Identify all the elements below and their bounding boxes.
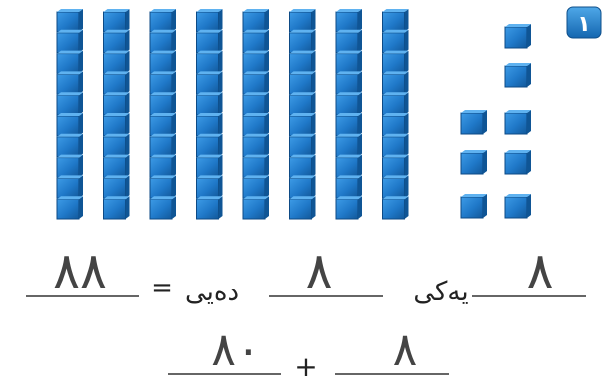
ones-answer: ٨ [527,242,554,300]
ten-rod [383,9,409,219]
ten-rod [243,9,269,219]
problem-number-badge: ١ [567,7,601,38]
ten-rod [104,9,130,219]
unit-cubes-group [461,24,531,218]
ten-rod [290,9,316,219]
unit-cube [505,194,531,218]
equation-line-1: ٨٨ = دەیی ٨ یەکی ٨ [26,242,586,307]
unit-cube [461,150,487,174]
tens-answer: ٨ [306,242,333,300]
ten-rods-group [57,9,409,219]
unit-cube [505,24,531,48]
unit-cube [505,110,531,134]
unit-cube [461,194,487,218]
equals-sign: = [151,273,173,303]
ten-rod [197,9,223,219]
tens-word: دەیی [185,277,239,307]
ten-rod [57,9,83,219]
unit-cube [505,63,531,87]
ones-word: یەکی [413,277,468,307]
ten-rod [150,9,176,219]
problem-number-label: ١ [577,12,590,37]
tens-value-answer: ٨٠ [211,322,260,376]
ones-value-answer: ٨ [393,322,418,376]
equation-line-2: ٨٠ + ٨ [168,322,449,383]
plus-sign: + [294,350,317,383]
ten-rod [336,9,362,219]
unit-cube [461,110,487,134]
total-answer: ٨٨ [53,242,107,300]
unit-cube [505,150,531,174]
